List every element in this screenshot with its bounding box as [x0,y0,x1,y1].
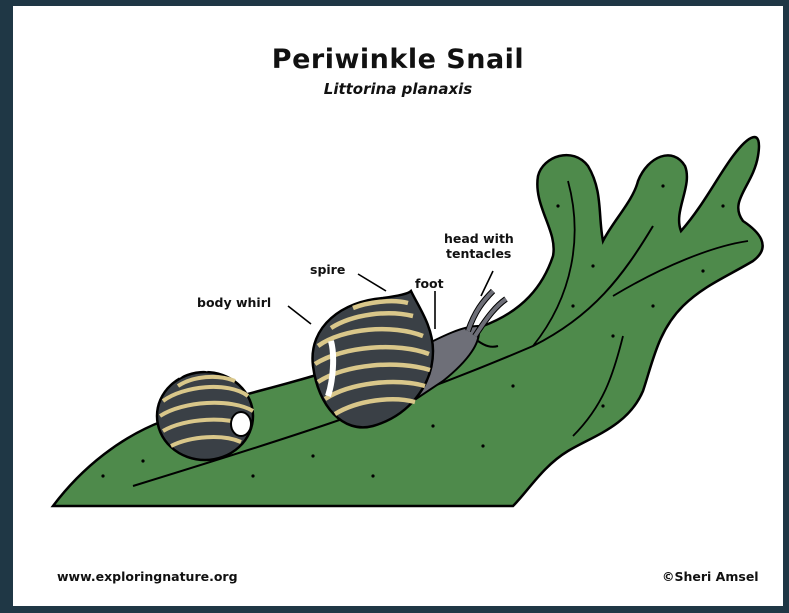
snail-shell-left [157,368,253,460]
diagram-subtitle: Littorina planaxis [13,80,783,98]
diagram-title: Periwinkle Snail [13,44,783,75]
diagram-canvas: Periwinkle Snail Littorina planaxis body… [13,6,783,606]
label-head-line2: tentacles [446,246,511,261]
footer-website: www.exploringnature.org [57,569,238,584]
label-foot: foot [415,276,444,291]
label-head-line1: head with [444,231,514,246]
footer-copyright: ©Sheri Amsel [662,569,759,584]
label-spire: spire [310,262,345,277]
label-body-whirl: body whirl [197,295,271,310]
